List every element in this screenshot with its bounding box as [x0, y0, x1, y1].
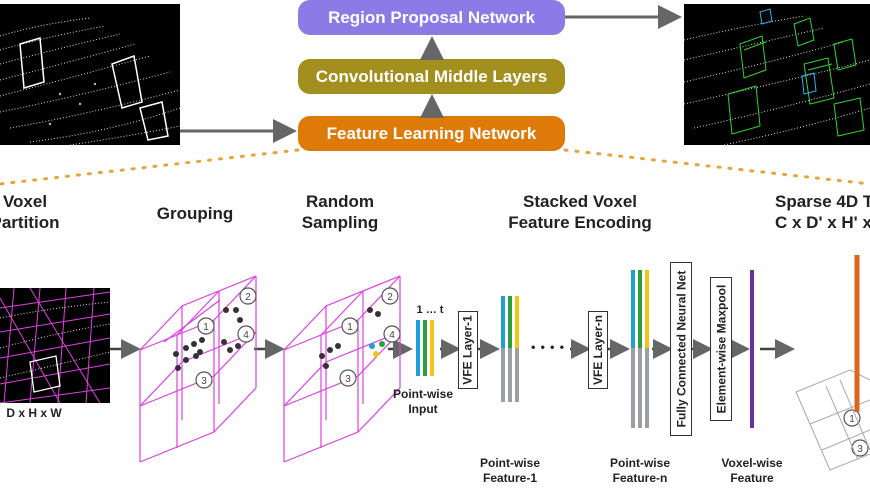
dotted-fan-right	[563, 148, 870, 186]
region-proposal-network-box: Region Proposal Network	[298, 0, 565, 35]
elementwise-maxpool-box: Element-wise Maxpool	[710, 277, 732, 421]
sampling-points	[319, 307, 385, 369]
convolutional-middle-layers-box: Convolutional Middle Layers	[298, 59, 565, 94]
pointwise-input-label: Point-wise Input	[392, 387, 453, 416]
badge-3-sampling: 3	[345, 374, 351, 385]
badge-1-grouping: 1	[203, 322, 209, 333]
stage-title-grouping: Grouping	[156, 204, 234, 223]
pointwise-feature1-bars	[501, 296, 519, 402]
voxel-partition-image	[0, 288, 110, 403]
sparse-tensor-grid	[795, 369, 870, 471]
point-cloud-input-image	[0, 4, 180, 145]
badge-2-sampling: 2	[387, 292, 393, 303]
badge-1-sampling: 1	[347, 322, 353, 333]
fully-connected-nn-box: Fully Connected Neural Net	[670, 262, 692, 436]
one-to-t-label: 1 … t	[416, 304, 444, 316]
badge-2-grouping: 2	[245, 292, 251, 303]
sampling-voxel-grid	[283, 275, 401, 463]
ellipsis: • • • •	[531, 340, 565, 354]
stage-title-random-sampling: Random Sampling	[301, 192, 379, 232]
pointwise-featuren-label: Point-wise Feature-n	[609, 456, 670, 485]
detection-output-image	[684, 4, 870, 145]
grouping-points	[173, 307, 243, 371]
badge-3-sparse: 3	[857, 444, 863, 455]
voxelwise-feature-label: Voxel-wise Feature	[721, 456, 783, 485]
stage-title-voxel-partition: Voxel Partition	[0, 192, 60, 232]
stage-title-sparse-tensor: Sparse 4D T C x D' x H' x	[775, 192, 870, 232]
badge-4-sampling: 4	[389, 330, 395, 341]
region-badges	[195, 287, 869, 457]
pointwise-feature1-label: Point-wise Feature-1	[479, 456, 540, 485]
stage-title-stacked-vfe: Stacked Voxel Feature Encoding	[508, 192, 652, 232]
badge-4-grouping: 4	[243, 330, 249, 341]
pointwise-featuren-bars	[631, 270, 649, 428]
pointwise-input-bars	[416, 320, 434, 376]
dims-label: D x H x W	[6, 406, 62, 420]
feature-learning-network-box: Feature Learning Network	[298, 116, 565, 151]
vfe-layer-n-box: VFE Layer-n	[588, 311, 608, 389]
badge-1-sparse: 1	[849, 414, 855, 425]
vfe-layer-1-box: VFE Layer-1	[458, 311, 478, 389]
grouping-voxel-grid	[139, 275, 257, 463]
badge-3-grouping: 3	[201, 376, 207, 387]
